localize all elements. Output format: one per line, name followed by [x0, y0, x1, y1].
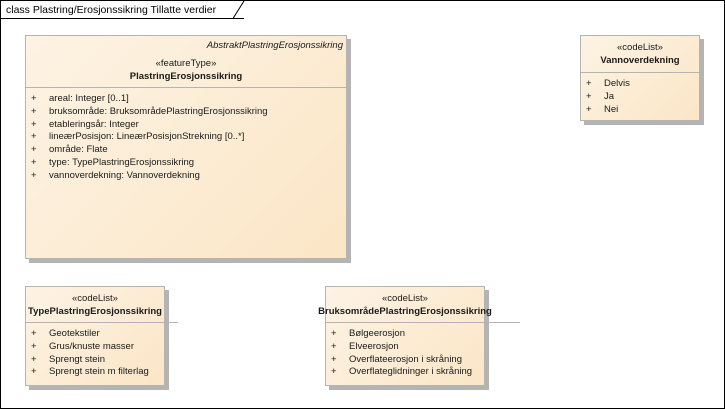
class-divider [26, 322, 178, 323]
class-name: Vannoverdekning [600, 55, 680, 66]
class-plastring-erosjonssikring[interactable]: AbstraktPlastringErosjonssikring «featur… [25, 35, 347, 259]
attribute-item[interactable]: +område: Flate [31, 144, 108, 156]
class-header: AbstraktPlastringErosjonssikring «featur… [26, 36, 346, 83]
title-tab-corner-icon [233, 1, 245, 19]
class-vannoverdekning[interactable]: «codeList» Vannoverdekning +Delvis +Ja +… [580, 35, 700, 121]
code-value-item[interactable]: +Sprengt stein m filterlag [31, 366, 149, 378]
code-value-item[interactable]: +Overflateerosjon i skråning [331, 353, 462, 365]
code-value-item[interactable]: +Bølgeerosjon [331, 328, 405, 339]
class-type-plastring-erosjonssikring[interactable]: «codeList» TypePlastringErosjonssikring … [25, 286, 178, 386]
stereotype-label: «codeList» [382, 293, 428, 304]
attribute-item[interactable]: +lineærPosisjon: LineærPosisjonStrekning… [31, 131, 245, 143]
attribute-item[interactable]: +bruksområde: BruksområdePlastringErosjo… [31, 105, 268, 117]
class-name: TypePlastringErosjonssikring [28, 306, 162, 317]
class-header: «codeList» TypePlastringErosjonssikring [26, 287, 164, 318]
code-value-item[interactable]: +Delvis [586, 78, 630, 89]
value-list: +Delvis +Ja +Nei [581, 73, 699, 116]
attribute-item[interactable]: +areal: Integer [0..1] [31, 93, 129, 104]
code-value-item[interactable]: +Ja [586, 90, 615, 102]
stereotype-label: «codeList» [72, 293, 118, 304]
code-value-item[interactable]: +Grus/knuste masser [31, 340, 134, 352]
code-value-item[interactable]: +Overflateglidninger i skråning [331, 366, 473, 378]
attribute-item[interactable]: +etableringsår: Integer [31, 118, 139, 130]
attribute-item[interactable]: +vannoverdekning: Vannoverdekning [31, 169, 200, 181]
class-bruksomrade-plastring-erosjonssikring[interactable]: «codeList» BruksområdePlastringErosjonss… [318, 286, 520, 386]
class-header: «codeList» BruksområdePlastringErosjonss… [318, 287, 492, 318]
class-divider [326, 322, 520, 323]
diagram-title-tab: class Plastring/Erosjonssikring Tillatte… [1, 1, 245, 19]
class-divider [26, 87, 346, 88]
value-list: +Geotekstiler +Grus/knuste masser +Spren… [26, 323, 164, 379]
class-name: BruksområdePlastringErosjonssikring [318, 306, 492, 317]
diagram-title: class Plastring/Erosjonssikring Tillatte… [6, 4, 217, 16]
code-value-item[interactable]: +Elveerosjon [331, 340, 399, 352]
attribute-list: +areal: Integer [0..1] +bruksområde: Bru… [26, 88, 346, 183]
class-divider [581, 72, 699, 73]
class-name: PlastringErosjonssikring [129, 71, 243, 82]
stereotype-label: «codeList» [617, 42, 663, 53]
value-list: +Bølgeerosjon +Elveerosjon +Overflateero… [326, 323, 484, 379]
stereotype-label: «featureType» [155, 58, 217, 69]
code-value-item[interactable]: +Geotekstiler [31, 328, 100, 339]
attribute-item[interactable]: +type: TypePlastringErosjonssikring [31, 156, 195, 168]
class-header: «codeList» Vannoverdekning [581, 36, 699, 67]
code-value-item[interactable]: +Sprengt stein [31, 353, 105, 365]
abstract-parent-label: AbstraktPlastringErosjonssikring [206, 40, 343, 51]
code-value-item[interactable]: +Nei [586, 103, 619, 115]
